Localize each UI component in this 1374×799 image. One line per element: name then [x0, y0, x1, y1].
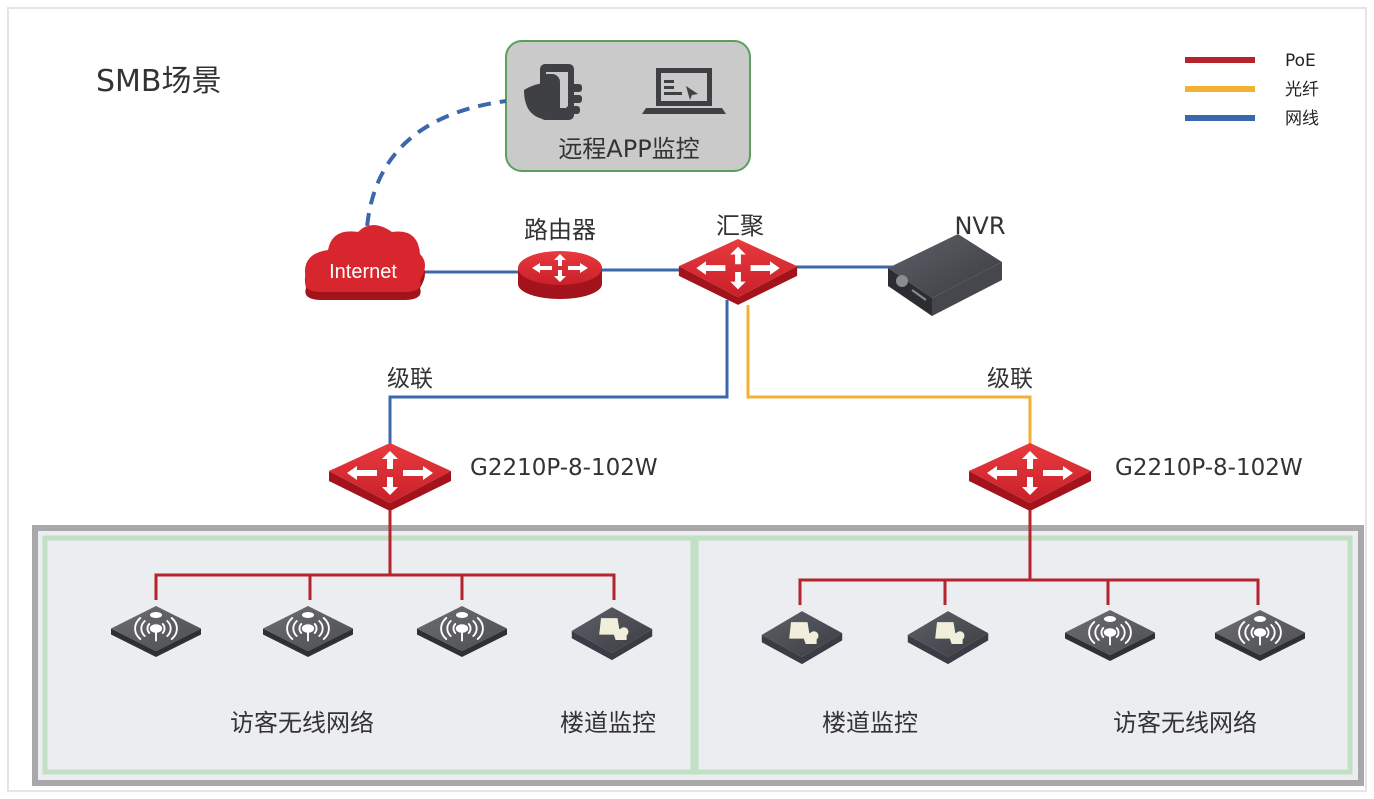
- core-label: 汇聚: [716, 212, 764, 240]
- link-core-switch-left: [388, 300, 729, 445]
- core-switch-icon: [678, 239, 798, 305]
- page-title: SMB场景: [96, 64, 222, 99]
- outer-frame: [7, 7, 1367, 792]
- nvr-icon: [888, 234, 1002, 316]
- zone-right-cam-label: 楼道监控: [822, 709, 918, 737]
- cascade-right-label: 级联: [987, 366, 1033, 392]
- zone-left-cam-label: 楼道监控: [560, 709, 656, 737]
- switch-right-icon: [969, 443, 1091, 511]
- router-icon: [518, 251, 602, 299]
- nvr-label: NVR: [954, 212, 1005, 240]
- legend-label-fiber: 光纤: [1285, 80, 1319, 100]
- router-label: 路由器: [524, 216, 596, 244]
- zone-left-wifi-label: 访客无线网络: [230, 709, 374, 737]
- laptop-icon: [642, 68, 726, 114]
- switch-left-label: G2210P-8-102W: [470, 455, 658, 481]
- access-zone: [32, 525, 1364, 786]
- legend-label-poe: PoE: [1285, 51, 1316, 71]
- poe-bus-right: [798, 578, 1260, 605]
- remote-monitor-box: 远程APP监控: [505, 40, 751, 172]
- legend-label-ethernet: 网线: [1285, 109, 1319, 129]
- switch-right-label: G2210P-8-102W: [1115, 455, 1303, 481]
- internet-label: Internet: [329, 261, 397, 283]
- internet-cloud: Internet: [304, 225, 425, 300]
- remote-monitor-label: 远程APP监控: [558, 135, 699, 163]
- zone-right-wifi-label: 访客无线网络: [1113, 709, 1257, 737]
- poe-bus-left: [154, 573, 616, 600]
- cascade-left-label: 级联: [387, 366, 433, 392]
- link-core-switch-right: [746, 305, 1032, 445]
- phone-hand-icon: [524, 64, 582, 120]
- switch-left-icon: [329, 443, 451, 511]
- remote-dashed-link: [364, 99, 507, 249]
- legend: PoE 光纤 网线: [1185, 51, 1319, 129]
